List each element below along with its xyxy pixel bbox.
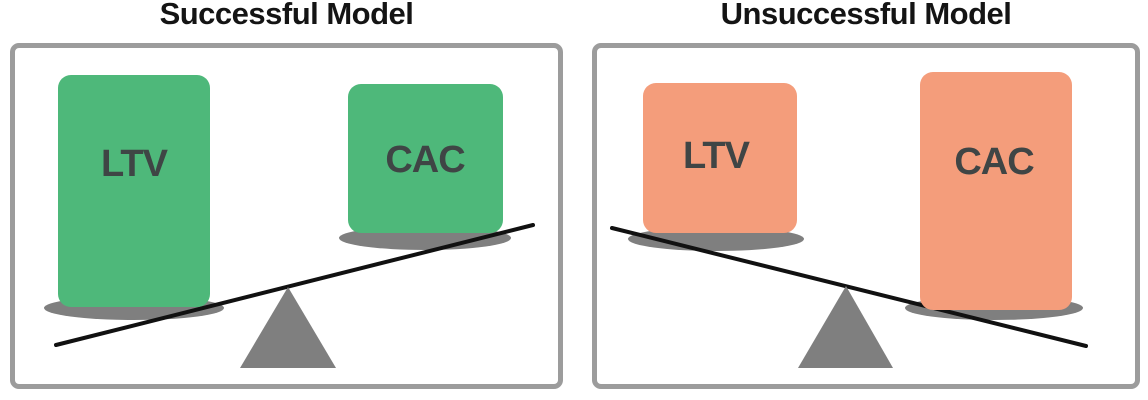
unsuccessful-model-panel: LTV CAC bbox=[592, 43, 1140, 389]
fulcrum-triangle bbox=[798, 286, 893, 368]
unsuccessful-model-seesaw: LTV CAC bbox=[610, 72, 1088, 368]
ltv-block bbox=[643, 83, 797, 233]
successful-model-title: Successful Model bbox=[159, 0, 414, 31]
ltv-block-label: LTV bbox=[101, 143, 169, 185]
successful-model-seesaw: LTV CAC bbox=[44, 75, 535, 368]
ltv-block bbox=[58, 75, 210, 307]
fulcrum-triangle bbox=[240, 287, 336, 368]
ltv-block-label: LTV bbox=[683, 135, 751, 177]
cac-block-label: CAC bbox=[954, 141, 1034, 183]
unsuccessful-model-title: Unsuccessful Model bbox=[720, 0, 1012, 31]
seesaw-beam bbox=[54, 223, 535, 347]
successful-model-panel: LTV CAC bbox=[10, 43, 563, 389]
seesaw-beam bbox=[610, 226, 1088, 348]
cac-block-label: CAC bbox=[385, 139, 465, 181]
cac-block bbox=[348, 84, 503, 233]
cac-block bbox=[920, 72, 1072, 310]
